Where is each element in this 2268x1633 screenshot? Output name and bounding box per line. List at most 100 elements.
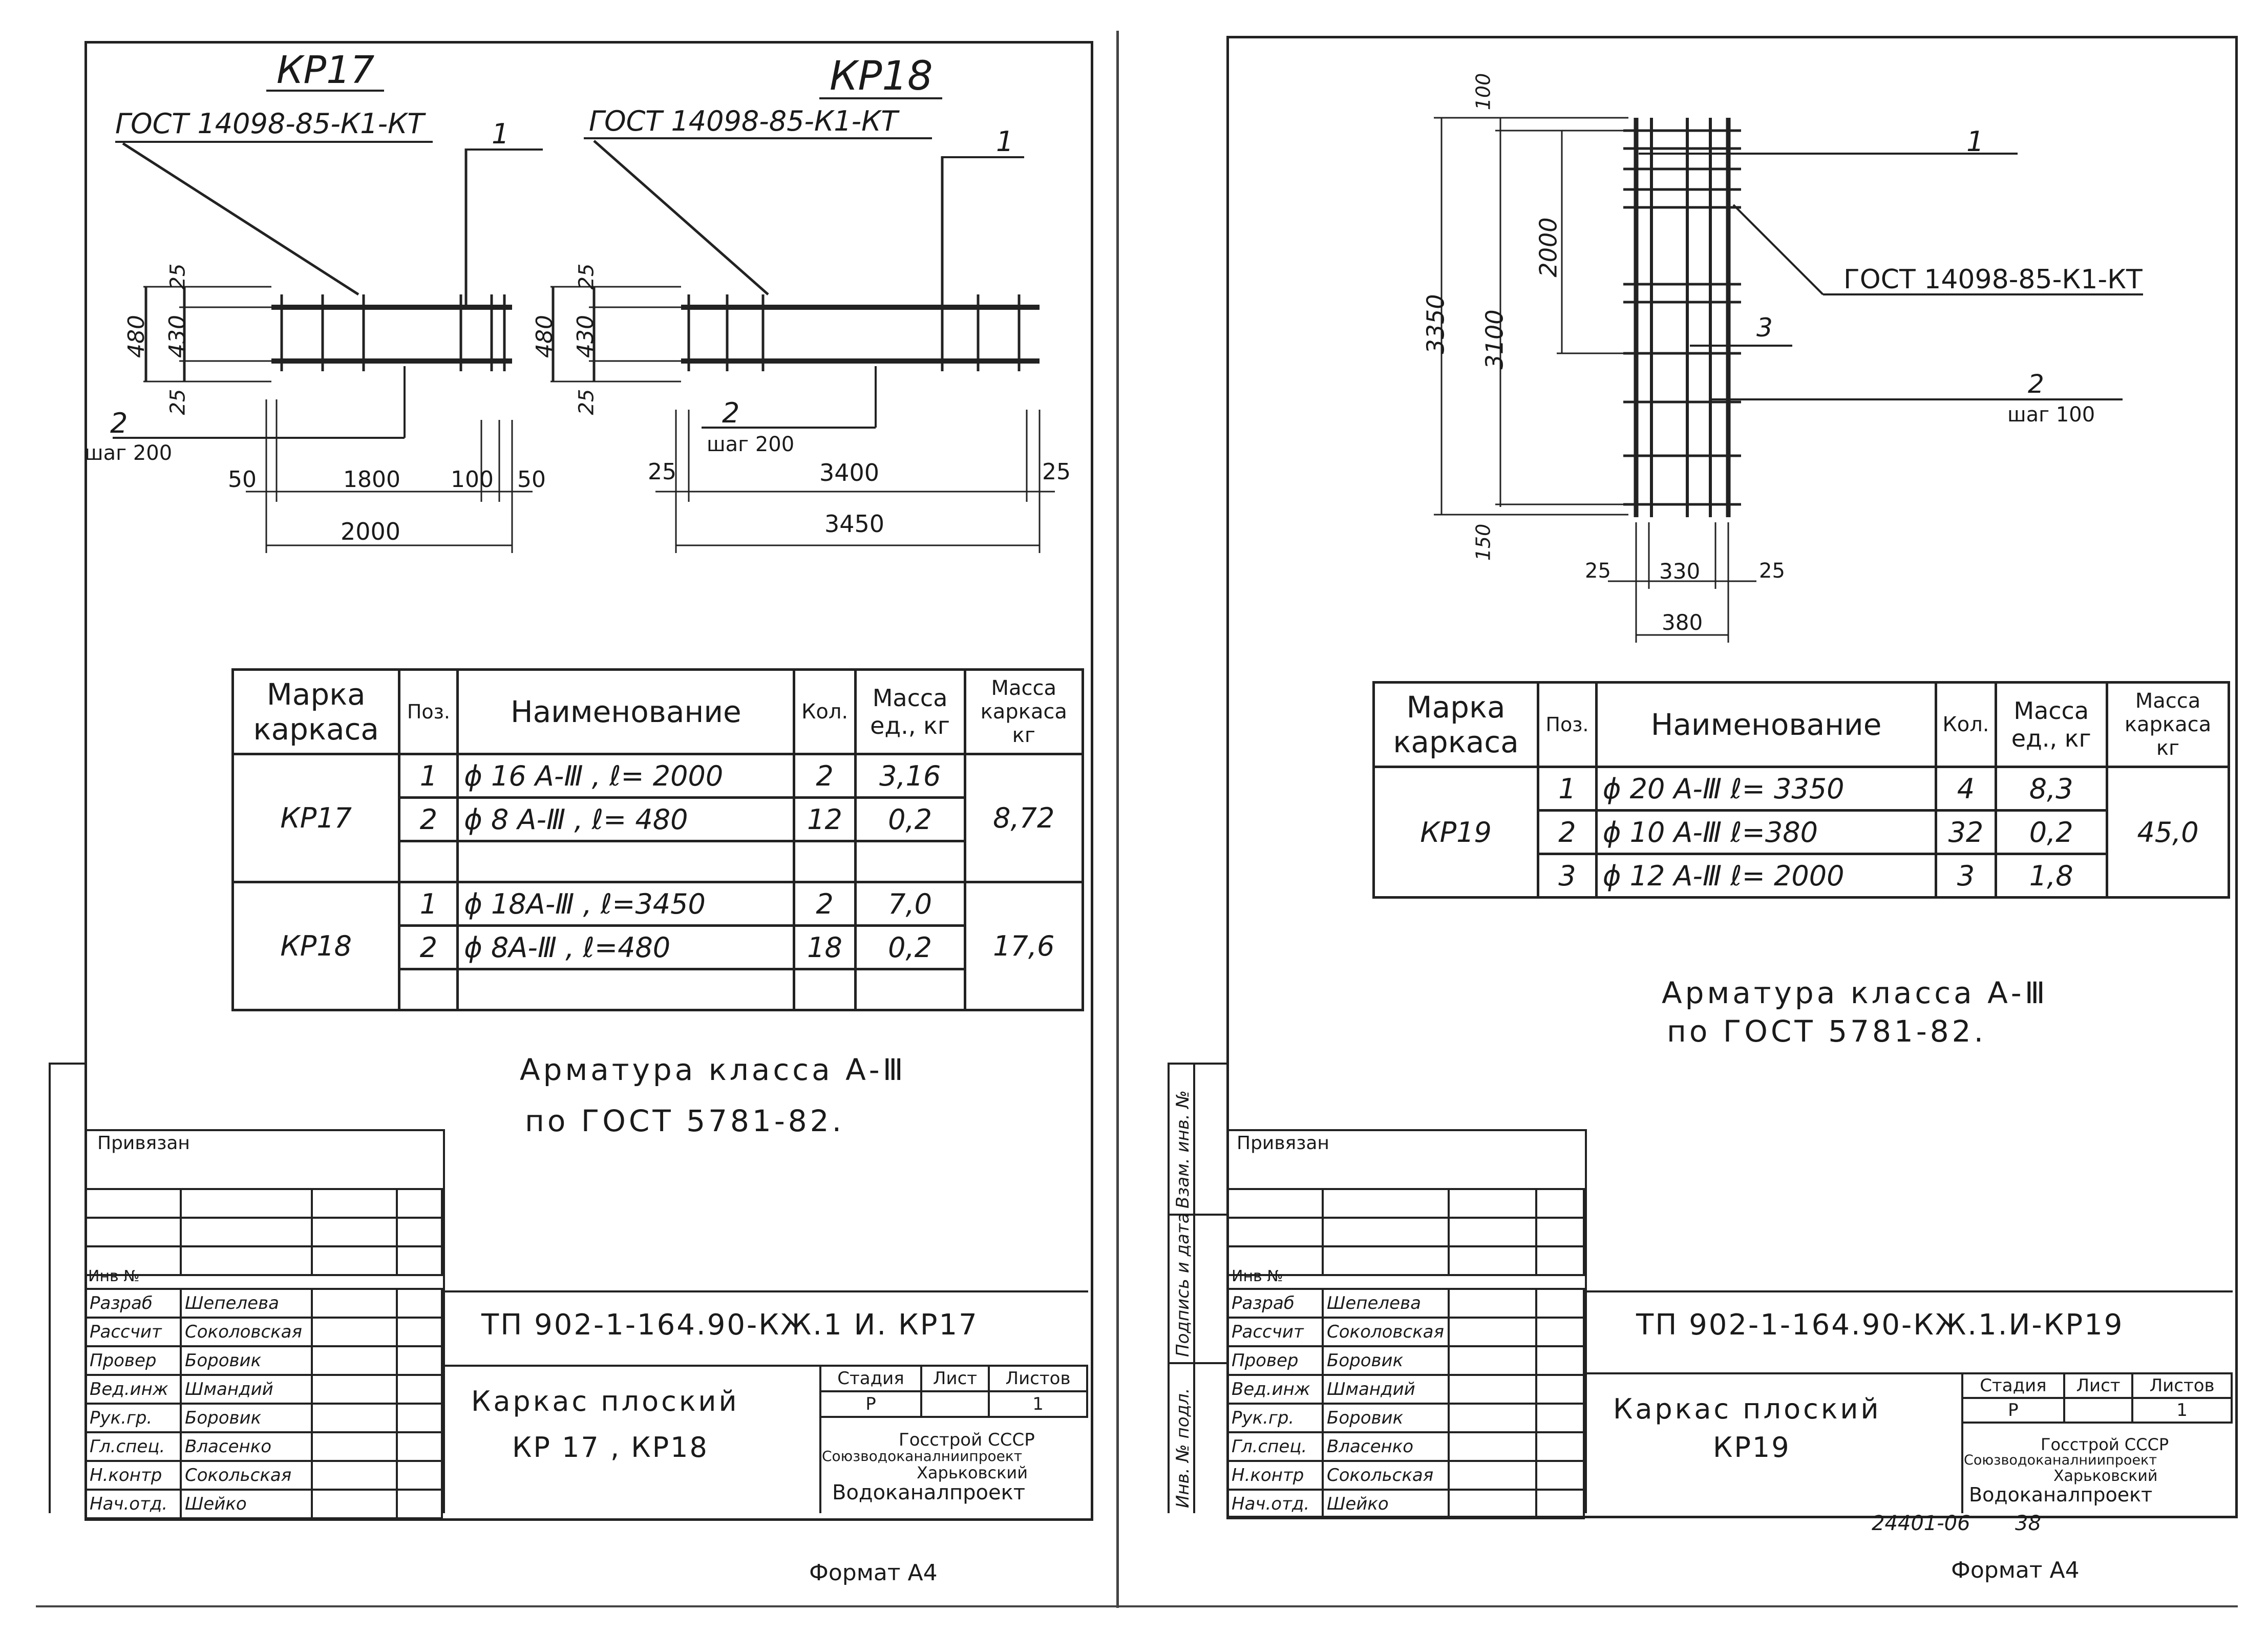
signer-name: Боровик <box>180 1403 313 1433</box>
stage-label: Стадия <box>1961 1372 2065 1399</box>
spec-mass: 0,2 <box>854 924 966 970</box>
signature <box>1448 1460 1537 1491</box>
spec-qty: 3 <box>1935 853 1997 899</box>
signer-role: Гл.спец. <box>1226 1431 1324 1462</box>
signer-role: Провер <box>84 1345 182 1376</box>
signer-name: Боровик <box>1322 1345 1450 1376</box>
spec-mass <box>854 840 966 883</box>
signer-name: Власенко <box>1322 1431 1450 1462</box>
left-note-line1: Арматура класса А-Ⅲ <box>520 1052 906 1087</box>
spec-qty: 32 <box>1935 809 1997 855</box>
spec-header-pos: Поз. <box>1537 681 1598 768</box>
kp19-pos1: 1 <box>1966 125 1984 158</box>
spec-mark: КР18 <box>231 881 401 1011</box>
signer-role: Нач.отд. <box>84 1489 182 1519</box>
signer-name: Власенко <box>180 1431 313 1462</box>
right-doc-code: ТП 902-1-164.90-КЖ.1.И-КР19 <box>1636 1308 2124 1342</box>
right-note-line1: Арматура класса А-Ⅲ <box>1662 975 2048 1010</box>
right-org-1: Госстрой СССР <box>2041 1435 2169 1454</box>
kp19-dim-w-left: 25 <box>1585 559 1611 583</box>
spec-pos <box>398 840 459 883</box>
kp19-dim-top: 100 <box>1472 73 1495 111</box>
sheets-value: 1 <box>2131 1397 2233 1424</box>
spec-mass-total: 45,0 <box>2105 766 2231 899</box>
signature <box>1448 1403 1537 1433</box>
spec-name: ϕ 18А-Ⅲ , ℓ=3450 <box>456 881 796 927</box>
left-stamp-bound: Привязан <box>97 1133 190 1154</box>
signature <box>1448 1431 1537 1462</box>
spec-header-mark: Марка каркаса <box>231 668 401 755</box>
signature <box>311 1288 398 1319</box>
bottom-rule <box>36 1605 2238 1607</box>
spec-pos: 1 <box>398 881 459 927</box>
signer-name: Шейко <box>1322 1489 1450 1519</box>
kp17-dim-right2: 50 <box>517 466 546 493</box>
left-format: Формат А4 <box>809 1560 938 1586</box>
stage-label: Стадия <box>819 1365 922 1392</box>
kp19-pos2: 2 <box>2028 369 2044 399</box>
kp19-dim-w-mid: 330 <box>1659 559 1701 584</box>
left-note-line2: по ГОСТ 5781-82. <box>525 1104 845 1138</box>
spec-pos: 3 <box>1537 853 1598 899</box>
spec-qty: 4 <box>1935 766 1997 812</box>
spec-pos: 1 <box>1537 766 1598 812</box>
spec-mass: 7,0 <box>854 881 966 927</box>
signature <box>311 1460 398 1491</box>
spec-name <box>456 968 796 1011</box>
sheets-label: Листов <box>2131 1372 2233 1399</box>
spec-qty: 18 <box>793 924 857 970</box>
sheet-value <box>920 1390 990 1418</box>
kp17-title: КР17 <box>277 48 375 92</box>
archive-page: 38 <box>2015 1512 2041 1535</box>
right-spec-table: Марка каркаса Поз. Наименование Кол. Мас… <box>1372 681 2231 899</box>
right-format: Формат А4 <box>1951 1557 2080 1583</box>
right-binding-strip <box>1168 1063 1170 1513</box>
stage-value: Р <box>819 1390 922 1418</box>
spec-qty <box>793 840 857 883</box>
left-doc-title-2: КР 17 , КР18 <box>512 1431 709 1464</box>
spec-mass-total: 17,6 <box>963 881 1084 1011</box>
signer-role: Рук.гр. <box>84 1403 182 1433</box>
kp17-step: шаг 200 <box>84 441 173 465</box>
left-org-4: Водоканалпроект <box>832 1481 1026 1504</box>
spec-header-qty: Кол. <box>793 668 857 755</box>
signer-role: Провер <box>1226 1345 1324 1376</box>
sheets-value: 1 <box>988 1390 1088 1418</box>
spec-mass-total: 8,72 <box>963 753 1084 883</box>
signer-role: Рассчит <box>84 1317 182 1347</box>
kp18-dim-right: 25 <box>1042 459 1071 485</box>
left-binding-strip-top <box>49 1063 84 1065</box>
sheet-label: Лист <box>2063 1372 2134 1399</box>
signature <box>1448 1288 1537 1319</box>
right-stamp-empty-grid <box>1226 1188 1585 1276</box>
spec-name: ϕ 12 А-Ⅲ ℓ= 2000 <box>1595 853 1938 899</box>
right-org-3: Харьковский <box>2053 1467 2158 1485</box>
spec-mass: 0,2 <box>854 796 966 842</box>
kp17-gost-label: ГОСТ 14098-85-К1-КТ <box>115 108 425 140</box>
right-note-line2: по ГОСТ 5781-82. <box>1667 1014 1987 1049</box>
archive-number: 24401-06 <box>1872 1512 1970 1535</box>
kp17-dim-total: 2000 <box>341 518 401 545</box>
kp18-dim-total: 3450 <box>824 510 885 538</box>
signer-role: Гл.спец. <box>84 1431 182 1462</box>
spec-header-frame-mass: Масса каркаса кг <box>2105 681 2231 768</box>
spec-mark: КР19 <box>1372 766 1540 899</box>
signature <box>311 1345 398 1376</box>
left-org-1: Госстрой СССР <box>899 1430 1035 1450</box>
spec-pos: 2 <box>398 924 459 970</box>
spec-pos: 2 <box>1537 809 1598 855</box>
sheets-label: Листов <box>988 1365 1088 1392</box>
left-org-3: Харьковский <box>917 1463 1028 1482</box>
left-spec-table: Марка каркаса Поз. Наименование Кол. Мас… <box>231 668 1084 1011</box>
sheet-label: Лист <box>920 1365 990 1392</box>
left-stamp-inv: Инв № <box>88 1267 140 1285</box>
signer-role: Нач.отд. <box>1226 1489 1324 1519</box>
signer-role: Вед.инж <box>84 1374 182 1405</box>
kp18-pos2: 2 <box>722 397 740 429</box>
signer-name: Шмандий <box>180 1374 313 1405</box>
kp17-dim-left: 50 <box>228 466 257 493</box>
right-org-4: Водоканалпроект <box>1969 1483 2153 1506</box>
kp17-pos2: 2 <box>110 407 128 439</box>
